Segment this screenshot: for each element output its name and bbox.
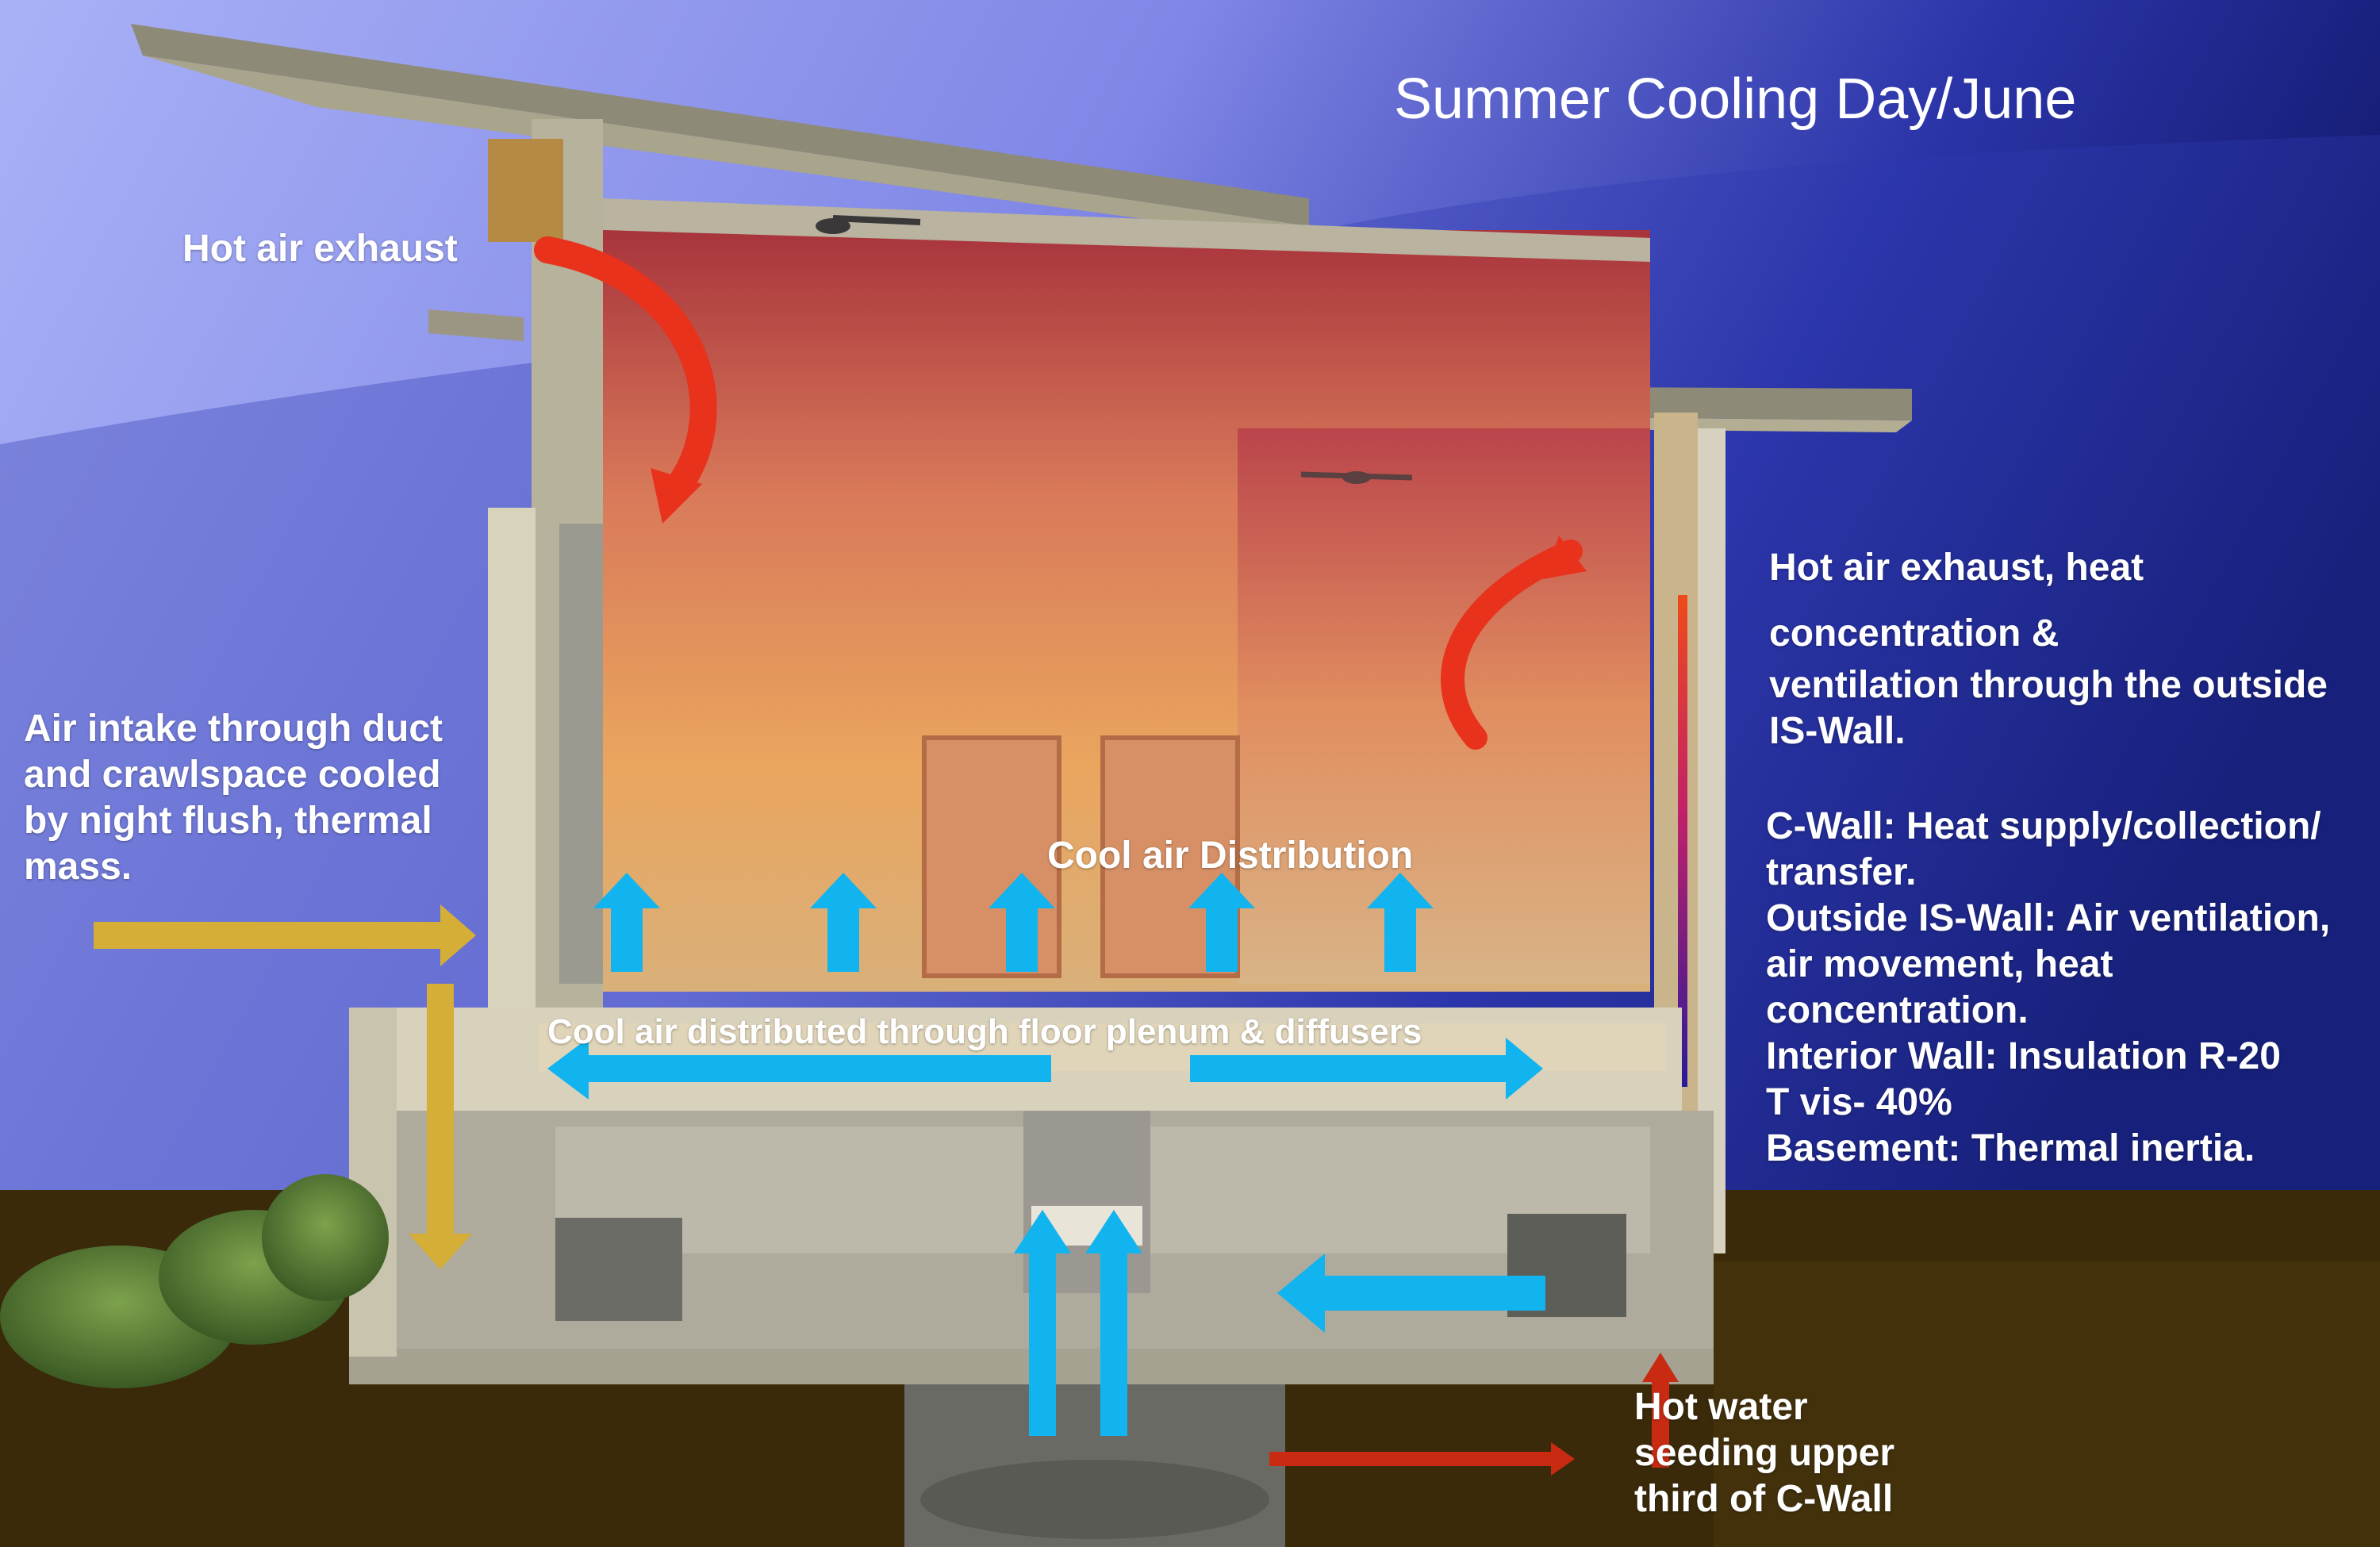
foundation-base <box>920 1460 1269 1539</box>
label-hot-water: Hot water seeding upper third of C-Wall <box>1634 1386 1895 1520</box>
ground-right <box>1714 1261 2380 1547</box>
label-right-exhaust-2: concentration & <box>1769 612 2059 654</box>
hot-air-curve-arrow-right <box>1441 536 1587 750</box>
interior-door-left <box>922 735 1061 978</box>
cool-air-up-arrow <box>593 873 660 972</box>
hot-air-curve-arrow-left <box>534 236 717 524</box>
label-cool-air-distribution: Cool air Distribution <box>1047 835 1414 877</box>
label-hot-air-exhaust: Hot air exhaust <box>182 228 458 270</box>
label-right-exhaust-1: Hot air exhaust, heat <box>1769 547 2144 589</box>
upper-roof-fascia <box>143 56 1309 238</box>
cool-air-up-arrow <box>988 873 1055 972</box>
exhaust-vent-upper <box>488 139 563 242</box>
cool-air-up-arrow <box>810 873 877 972</box>
ceiling-fan-upper <box>816 215 921 234</box>
upper-roof-overhang <box>428 309 524 341</box>
plenum-arrow-left <box>547 1038 1051 1100</box>
intake-arrow-down <box>409 984 472 1269</box>
supply-arrow-up-left <box>1014 1210 1071 1436</box>
upper-roof <box>131 24 1309 226</box>
cool-air-up-arrows <box>593 873 1434 972</box>
left-outer-stub <box>349 1008 397 1357</box>
label-floor-plenum: Cool air distributed through floor plenu… <box>547 1012 1422 1051</box>
diagram-title: Summer Cooling Day/June <box>1394 67 2077 131</box>
bush <box>0 1174 389 1388</box>
label-right-exhaust-3: ventilation through the outside IS-Wall. <box>1769 664 2328 752</box>
label-wall-notes: C-Wall: Heat supply/collection/ transfer… <box>1766 805 2331 1169</box>
cool-air-up-arrow <box>1367 873 1434 972</box>
cool-air-up-arrow <box>1188 873 1255 972</box>
crawlspace-vent-left <box>555 1218 682 1321</box>
ceiling-fan-lower <box>1300 471 1413 484</box>
crawlspace-arrow-left <box>1277 1253 1545 1333</box>
hot-water-arrow-horizontal <box>1269 1442 1575 1476</box>
upper-ceiling <box>603 198 1650 262</box>
plenum-arrow-right <box>1190 1038 1543 1100</box>
heat-gradient-strip <box>1678 595 1687 1087</box>
supply-arrow-up-right <box>1085 1210 1142 1436</box>
hot-water-arrow-up <box>1642 1353 1679 1468</box>
interior-right-room <box>1238 428 1650 984</box>
label-air-intake: Air intake through duct and crawlspace c… <box>24 708 443 888</box>
left-window <box>559 524 603 984</box>
intake-arrow-horizontal <box>94 904 476 966</box>
